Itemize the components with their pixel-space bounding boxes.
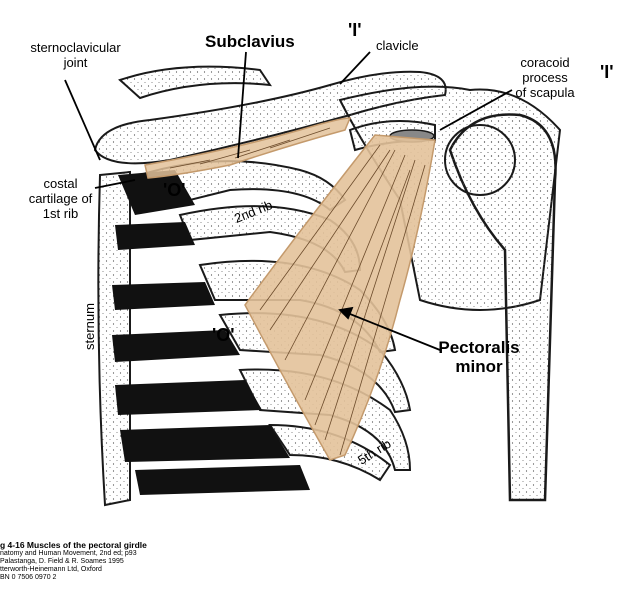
label-clavicle: clavicle [376, 38, 419, 53]
cartilage-4 [112, 330, 240, 362]
figure-caption: g 4-16 Muscles of the pectoral girdle na… [0, 540, 300, 582]
label-subclavius: Subclavius [205, 32, 295, 51]
pectoralis-minor-fibers [259, 144, 426, 456]
label-pectoralis-minor: Pectoralis minor [438, 338, 520, 376]
caption-line-2: Palastanga, D. Field & R. Soames 1995 [0, 558, 124, 565]
label-sternoclavicular-joint: sternoclavicular joint [30, 40, 121, 70]
clavicle-bone [93, 70, 447, 165]
first-rib-arch [118, 65, 273, 100]
leader-pectoralis [339, 309, 441, 351]
label-costal-cartilage: costal cartilage of 1st rib [28, 176, 93, 221]
leader-costal [94, 179, 136, 189]
leader-lines [64, 51, 513, 351]
caption-line-1: natomy and Human Movement, 2nd ed; p93 [0, 550, 137, 557]
costal-cartilages [112, 170, 310, 495]
caption-line-3: tterworth-Heinemann Ltd, Oxford [0, 566, 102, 573]
marker-origin-subclavius: 'O' [163, 180, 186, 200]
caption-title: g 4-16 Muscles of the pectoral girdle [0, 540, 147, 550]
label-coracoid-process: coracoid process of scapula [515, 55, 575, 100]
cartilage-1 [118, 170, 195, 215]
cartilage-7 [135, 465, 310, 495]
leader-sternoclavicular [64, 79, 101, 161]
humerus [448, 113, 557, 502]
cartilage-3 [112, 282, 215, 310]
marker-insertion-coracoid: 'I' [600, 62, 614, 82]
marker-insertion-clavicle: 'I' [348, 20, 362, 40]
cartilage-6 [120, 425, 290, 462]
humeral-head [444, 124, 516, 196]
cartilage-5 [115, 380, 262, 415]
leader-subclavius [237, 51, 247, 159]
leader-coracoid [439, 89, 513, 131]
pectoralis-minor-muscle [244, 134, 436, 461]
label-sternum: sternum [82, 303, 97, 350]
caption-line-4: BN 0 7506 0970 2 [0, 574, 57, 581]
cartilage-2 [115, 222, 195, 250]
leader-clavicle [339, 51, 371, 85]
marker-origin-pectoralis: 'O' [212, 325, 235, 345]
subclavius-fibers [169, 127, 331, 169]
